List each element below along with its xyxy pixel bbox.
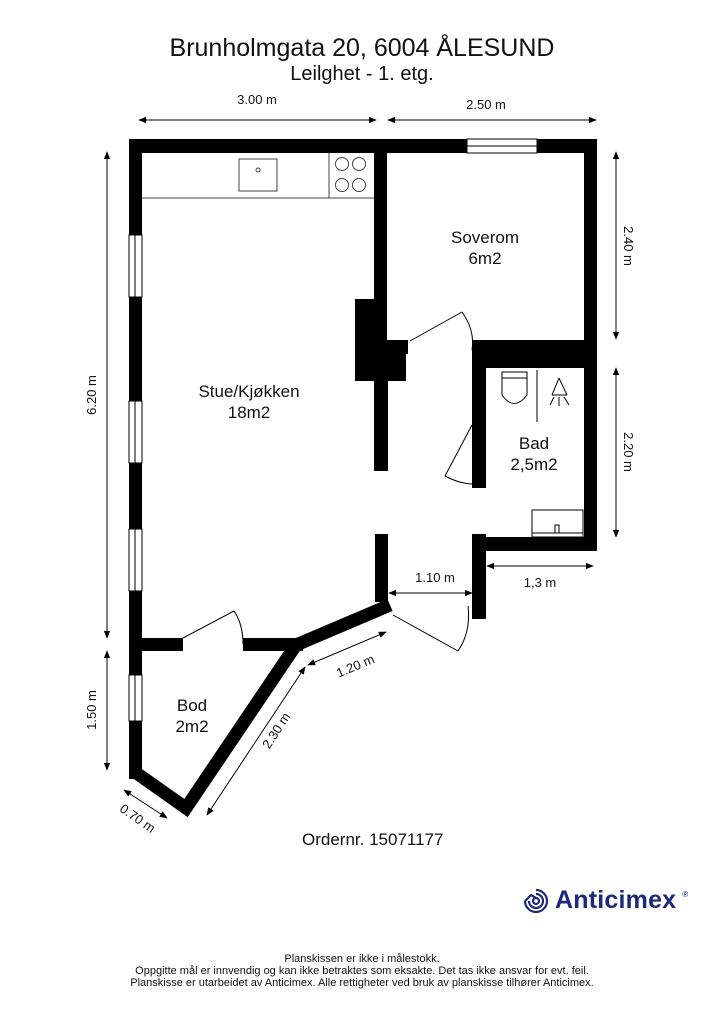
diagonal-walls (131, 599, 393, 818)
plan-subtitle: Leilghet - 1. etg. (290, 63, 434, 85)
disclaimer: Planskissen er ikke i målestokk. Oppgitt… (0, 953, 724, 989)
room-labels: Stue/Kjøkken 18m2 Soverom 6m2 Bad 2,5m2 … (175, 228, 557, 736)
disclaimer-line-1: Planskissen er ikke i målestokk. (284, 953, 440, 965)
brand-name: Anticimex (555, 886, 677, 914)
disclaimer-line-3: Planskisse er utarbeidet av Anticimex. A… (130, 977, 594, 989)
dim-diag-long: 2.30 m (259, 710, 293, 752)
doors (182, 311, 475, 652)
disclaimer-line-2: Oppgitte mål er innvendig og kan ikke be… (135, 965, 589, 977)
registered-mark: ® (682, 890, 689, 899)
plan-title: Brunholmgata 20, 6004 ÅLESUND (169, 34, 555, 62)
dim-right-upper: 2.40 m (621, 226, 636, 266)
room-area-stue: 18m2 (228, 403, 271, 422)
dim-right-lower: 2.20 m (621, 432, 636, 472)
shower-icon (549, 377, 570, 406)
dim-diag-short: 1.20 m (334, 651, 376, 680)
windows (128, 138, 538, 722)
dim-bod-bottom: 0.70 m (117, 801, 158, 836)
dim-bad-width: 1,3 m (524, 575, 557, 590)
room-name-stue: Stue/Kjøkken (198, 382, 299, 401)
dim-top-left: 3.00 m (237, 92, 277, 107)
anticimex-logo-icon (523, 888, 549, 913)
brand-logo: Anticimex ® (523, 886, 688, 915)
room-name-bod: Bod (177, 696, 207, 715)
sink-icon (238, 158, 278, 192)
room-area-soverom: 6m2 (468, 249, 501, 268)
bathroom-fixtures (501, 370, 584, 538)
order-number: Ordernr. 15071177 (302, 830, 444, 849)
stove-burner-icon (335, 157, 349, 171)
dim-entry-width: 1.10 m (415, 570, 455, 585)
dim-left-main: 6.20 m (84, 375, 99, 415)
dim-top-right: 2.50 m (466, 97, 506, 112)
room-area-bod: 2m2 (175, 717, 208, 736)
room-area-bad: 2,5m2 (510, 455, 557, 474)
sink-basin-icon (531, 509, 584, 538)
room-name-bad: Bad (519, 434, 549, 453)
room-name-soverom: Soverom (451, 228, 519, 247)
dimension-lines (103, 116, 620, 819)
kitchen-counter (142, 153, 374, 199)
dim-left-bod: 1.50 m (84, 690, 99, 730)
toilet-icon (501, 371, 528, 404)
